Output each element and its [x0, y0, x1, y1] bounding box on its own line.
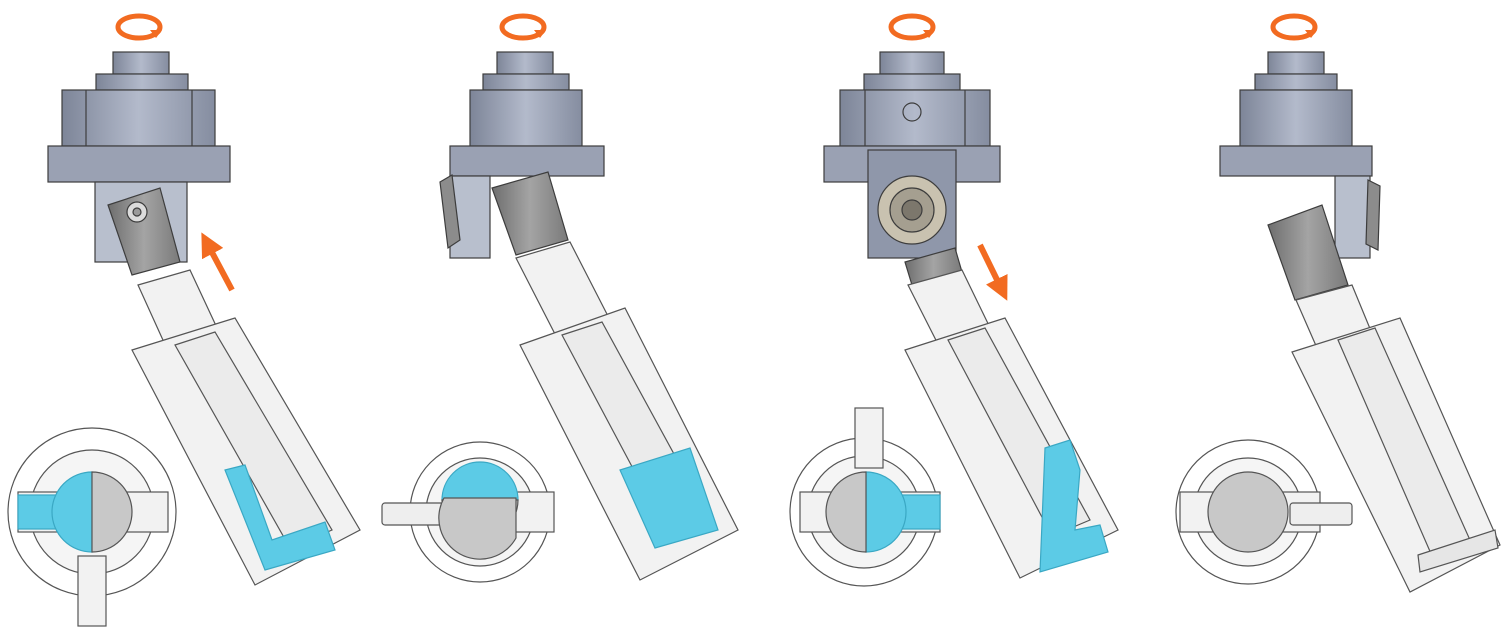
actuator-head [439, 51, 605, 259]
valve-body [515, 241, 739, 581]
actuator-head [47, 51, 231, 263]
panel-stage-2 [381, 13, 739, 583]
rotate-clockwise-icon [1270, 13, 1318, 41]
section-view [7, 427, 177, 627]
valve-body [904, 269, 1119, 579]
valve-body [131, 269, 361, 586]
rotate-clockwise-icon [499, 13, 547, 41]
rotate-clockwise-icon [888, 13, 936, 41]
panel-stage-3 [789, 13, 1119, 587]
section-view [1175, 439, 1353, 585]
actuator-head [1219, 51, 1381, 259]
rod-coupling [1267, 204, 1349, 301]
rod-coupling [491, 171, 569, 256]
arrow-down-right-icon [977, 243, 1008, 301]
panel-stage-1 [7, 13, 361, 627]
panel-stage-4 [1175, 13, 1501, 593]
arrow-up-right-icon [201, 232, 235, 292]
rotate-clockwise-icon [115, 13, 163, 41]
actuator-head [823, 51, 1001, 259]
valve-body [1291, 284, 1501, 593]
rod-coupling [107, 187, 181, 276]
section-view [381, 441, 555, 583]
section-view [789, 407, 941, 587]
